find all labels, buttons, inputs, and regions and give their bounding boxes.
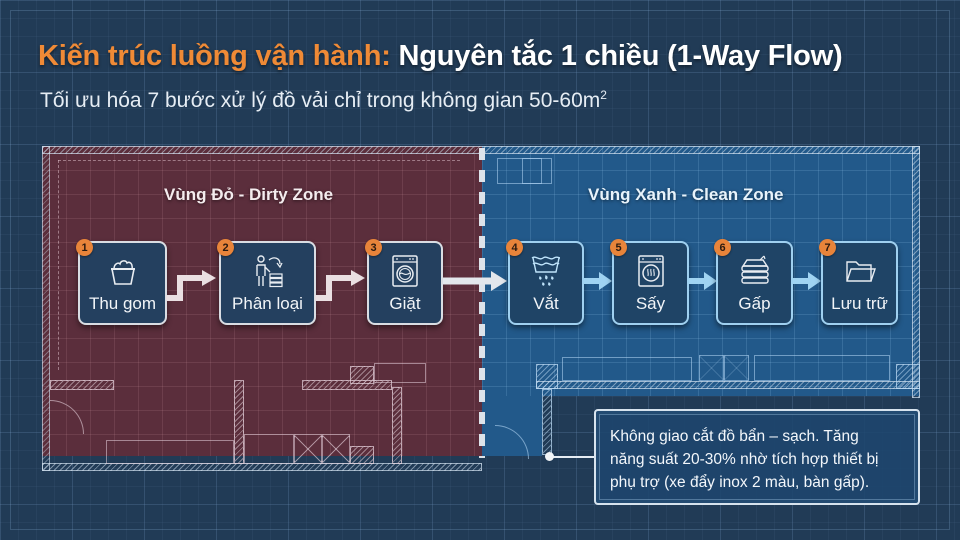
bench-fixture [106,440,234,464]
interior-wall [392,387,402,464]
step-label: Thu gom [88,294,157,313]
step-number-badge: 6 [714,239,731,256]
step-label: Sấy [635,294,666,313]
info-callout: Không giao cắt đồ bẩn – sạch. Tăng năng … [594,409,920,505]
step-phan-loai: 2 Phân loại [217,239,316,325]
zone-transfer-arrow-icon [443,271,507,291]
flow-arrow-icon [583,272,612,290]
dashed-outline [58,160,460,161]
counter-fixture [374,363,426,383]
flow-arrow-icon [792,272,821,290]
step-label: Lưu trữ [831,294,888,313]
subtitle-superscript: 2 [600,88,607,102]
step-number-badge: 1 [76,239,93,256]
step-giat: 3 Giặt [365,239,443,325]
step-label: Giặt [389,294,421,313]
clean-bench-fixture [562,357,692,381]
clean-storage-box [699,355,724,381]
callout-line: Không giao cắt đồ bẩn – sạch. Tăng [610,428,859,445]
dryer-icon [637,255,664,287]
dirty-zone-label: Vùng Đỏ - Dirty Zone [164,185,334,204]
flow-arrow-icon [315,270,365,301]
flow-arrow-icon [166,270,216,301]
flow-arrow-icon [688,272,717,290]
interior-wall [536,364,558,389]
clean-zone-label: Vùng Xanh - Clean Zone [588,185,784,204]
wall-bottom-dirty [42,463,482,471]
cabinet-fixture [522,158,552,184]
clothes-rack-fixture [754,355,890,381]
dirty-zone-area [42,146,482,456]
washing-machine-icon [392,255,418,287]
cabinet-fixture [497,158,542,184]
step-thu-gom: 1 Thu gom [76,239,167,325]
wall-right [912,146,920,398]
interior-wall [896,364,920,389]
dashed-outline-vertical [58,160,59,370]
callout-line: năng suất 20-30% nhờ tích hợp thiết bị [610,451,879,468]
step-gap: 6 Gấp [714,239,793,325]
step-number-badge: 2 [217,239,234,256]
sink-fixture [244,434,294,464]
step-luu-tru: 7 Lưu trữ [819,239,898,325]
step-number-badge: 4 [506,239,523,256]
step-label: Gấp [738,294,771,313]
callout-line: phụ trợ (xe đẩy inox 2 màu, bàn gấp). [610,474,870,491]
folded-stack-icon [740,255,769,284]
storage-box [294,434,322,464]
interior-wall [302,380,392,390]
clean-storage-box [724,355,749,381]
interior-wall [234,380,244,464]
zone-divider-dashed [479,148,485,458]
step-number-badge: 5 [610,239,627,256]
step-number-badge: 7 [819,239,836,256]
subtitle-text: Tối ưu hóa 7 bước xử lý đồ vải chỉ trong… [40,89,601,112]
wall-left [42,146,50,471]
interior-wall [350,366,374,384]
step-number-badge: 3 [365,239,382,256]
step-say: 5 Sấy [610,239,689,325]
laundry-basket-icon [110,260,135,285]
folder-icon [845,261,876,282]
title-accent: Kiến trúc luồng vận hành: [38,40,391,72]
page-subtitle: Tối ưu hóa 7 bước xử lý đồ vải chỉ trong… [40,88,607,113]
step-vat: 4 Vắt [506,239,584,325]
callout-anchor-dot [545,452,554,461]
page-title: Kiến trúc luồng vận hành: Nguyên tắc 1 c… [38,40,843,73]
interior-wall [542,389,552,455]
interior-wall [50,380,114,390]
step-label: Phân loại [232,294,303,313]
step-label: Vắt [533,294,559,313]
callout-connector-line [549,456,594,458]
storage-box [322,434,350,464]
wall-bottom-clean [536,381,920,389]
water-drain-icon [531,256,561,286]
interior-wall [350,446,374,464]
title-main: Nguyên tắc 1 chiều (1-Way Flow) [398,40,843,72]
blueprint-frame [10,10,950,530]
person-sorting-icon [255,255,283,288]
